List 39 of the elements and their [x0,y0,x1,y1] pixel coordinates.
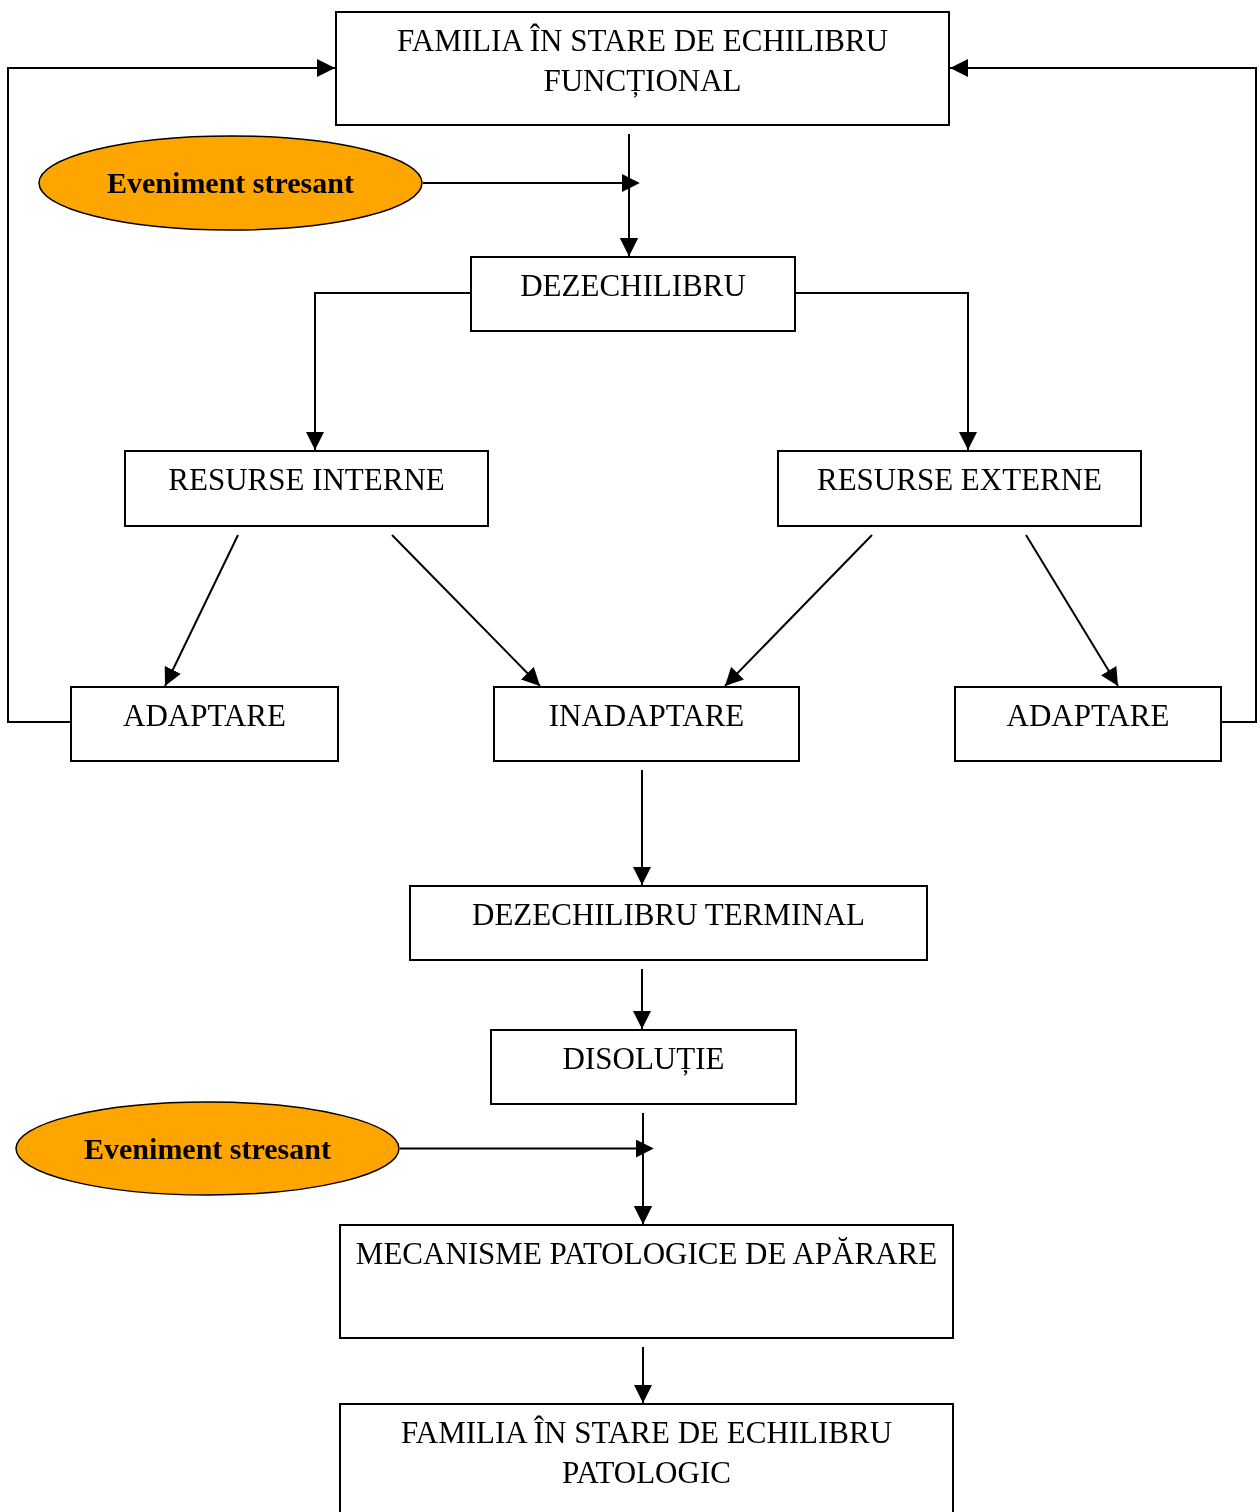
arrow [391,534,541,687]
arrow [795,292,977,451]
process-box [493,686,800,762]
event-ellipse [38,135,423,231]
event-label: Eveniment stresant [84,1130,331,1167]
arrow [949,59,1257,723]
process-box [339,1403,954,1512]
arrow [1025,534,1119,687]
process-box [335,11,950,126]
box-label: DEZECHILIBRU [520,267,746,305]
arrow [633,769,651,886]
box-label: ADAPTARE [1006,697,1170,735]
process-box [70,686,339,762]
arrow [306,292,471,451]
arrow [422,174,640,257]
box-label: RESURSE EXTERNE [816,461,1102,499]
box-label: DISOLUȚIE [562,1040,725,1078]
event-ellipse [15,1101,400,1196]
box-label: INADAPTARE [548,697,745,735]
box-label: MECANISME PATOLOGICE DE APĂRARE [355,1235,938,1273]
arrow [399,1140,654,1225]
event-label: Eveniment stresant [107,165,354,202]
process-box [777,450,1142,527]
arrow [634,1346,652,1404]
arrow [164,534,239,687]
arrow [7,59,336,723]
box-label: FAMILIA ÎN STARE DE ECHILIBRU FUNCȚIONAL [395,22,890,100]
box-label: FAMILIA ÎN STARE DE ECHILIBRU PATOLOGIC [399,1414,894,1492]
box-label: ADAPTARE [123,697,286,735]
process-box [470,256,796,332]
process-box [409,885,928,961]
box-label: RESURSE INTERNE [168,461,445,499]
arrow [633,968,651,1030]
process-box [339,1224,954,1339]
box-label: DEZECHILIBRU TERMINAL [472,896,865,934]
process-box [124,450,489,527]
process-box [954,686,1222,762]
process-box [490,1029,797,1105]
arrow [724,534,873,687]
